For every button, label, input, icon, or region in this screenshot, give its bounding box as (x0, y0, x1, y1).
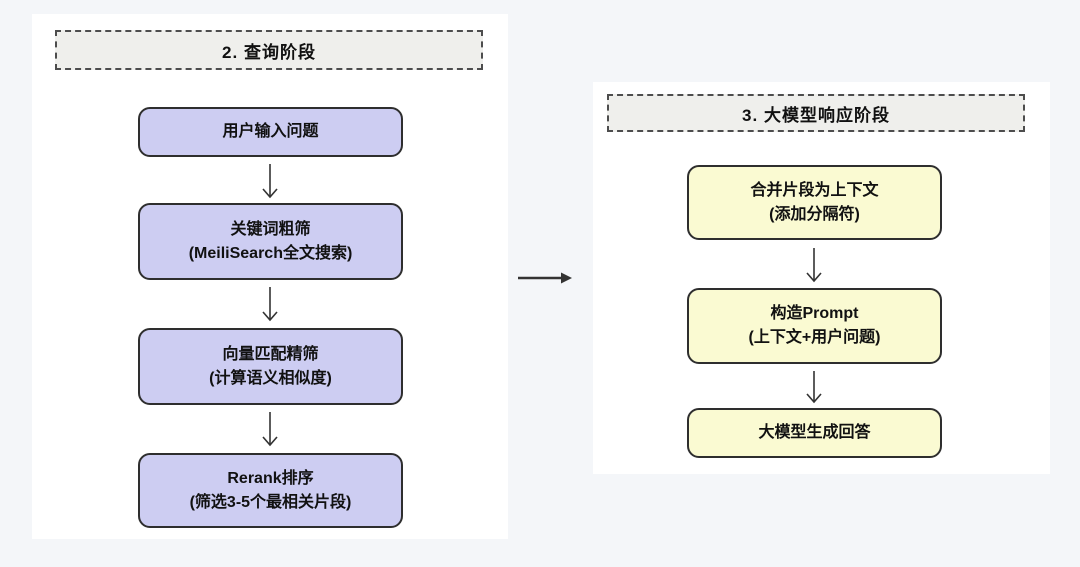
down-arrow-icon (806, 371, 822, 404)
node-build-prompt: 构造Prompt (上下文+用户问题) (687, 288, 942, 364)
node-merge-context: 合并片段为上下文 (添加分隔符) (687, 165, 942, 240)
node-generate-answer: 大模型生成回答 (687, 408, 942, 458)
query-phase-panel: 2. 查询阶段 用户输入问题 关键词粗筛 (MeiliSearch全文搜索) 向… (32, 14, 508, 539)
node-vector-match: 向量匹配精筛 (计算语义相似度) (138, 328, 403, 405)
node-subtitle: (上下文+用户问题) (748, 329, 881, 346)
node-title: 关键词粗筛 (230, 220, 311, 238)
down-arrow-icon (806, 248, 822, 283)
node-title: 合并片段为上下文 (750, 181, 879, 199)
node-subtitle: (计算语义相似度) (209, 369, 332, 387)
node-title: 用户输入问题 (222, 123, 319, 140)
node-user-input: 用户输入问题 (138, 107, 403, 157)
node-title: 大模型生成回答 (758, 424, 871, 441)
node-subtitle: (MeiliSearch全文搜索) (188, 244, 353, 262)
node-subtitle: (添加分隔符) (769, 205, 860, 223)
down-arrow-icon (262, 412, 278, 447)
node-keyword-filter: 关键词粗筛 (MeiliSearch全文搜索) (138, 203, 403, 280)
node-title: Rerank排序 (227, 469, 314, 487)
query-phase-header: 2. 查询阶段 (55, 30, 483, 70)
down-arrow-icon (262, 287, 278, 322)
node-subtitle: (筛选3-5个最相关片段) (189, 493, 352, 511)
node-rerank: Rerank排序 (筛选3-5个最相关片段) (138, 453, 403, 528)
node-title: 构造Prompt (770, 305, 859, 322)
right-arrow-icon (518, 272, 572, 284)
down-arrow-icon (262, 164, 278, 199)
llm-response-panel: 3. 大模型响应阶段 合并片段为上下文 (添加分隔符) 构造Prompt (上下… (593, 82, 1050, 474)
llm-response-header: 3. 大模型响应阶段 (607, 94, 1025, 132)
node-title: 向量匹配精筛 (222, 345, 319, 363)
